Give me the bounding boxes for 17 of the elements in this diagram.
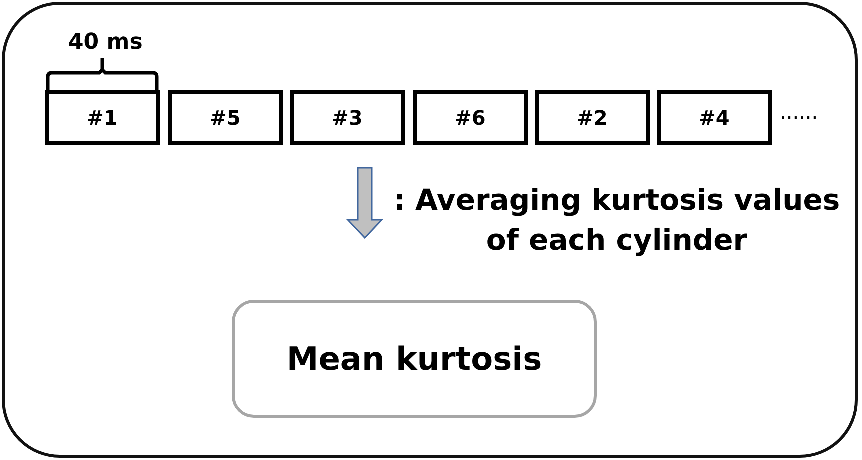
cylinder-segment-box (45, 90, 160, 145)
node-text: #6 (455, 106, 486, 130)
node-text: #4 (699, 106, 730, 130)
cylinder-segment-box (657, 90, 772, 145)
node-text: #2 (577, 106, 608, 130)
node-text: Mean kurtosis (286, 340, 542, 378)
node-text: #3 (332, 106, 363, 130)
ellipsis-text: ...... (780, 100, 818, 124)
node-text: #1 (87, 106, 118, 130)
duration-label: 40 ms (68, 30, 143, 55)
result-box (232, 300, 597, 418)
cylinder-segment-box (168, 90, 283, 145)
node-text: #5 (210, 106, 241, 130)
cylinder-segment-box (290, 90, 405, 145)
cylinder-segment-box (413, 90, 528, 145)
legend-text: : Averaging kurtosis values of each cylinder (392, 182, 842, 259)
cylinder-segment-box (535, 90, 650, 145)
